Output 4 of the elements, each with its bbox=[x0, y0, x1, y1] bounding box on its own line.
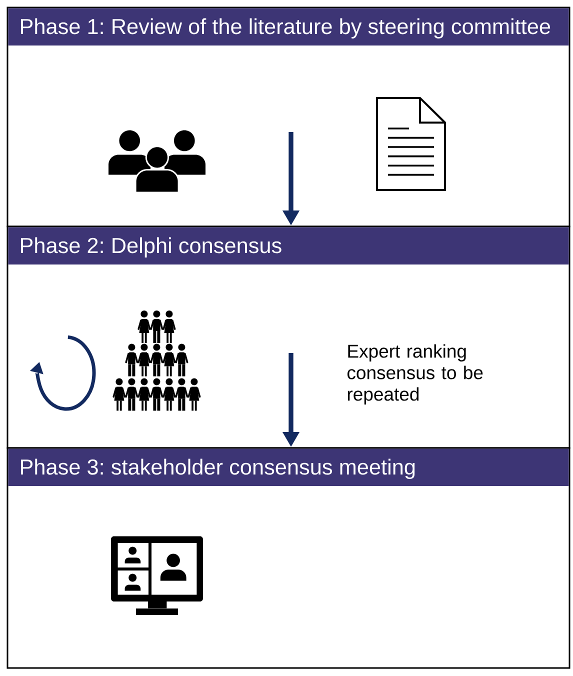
phase-header: Phase 1: Review of the literature by steering committee bbox=[8, 8, 569, 46]
phase-header: Phase 3: stakeholder consensus meeting bbox=[8, 448, 569, 486]
phase-header: Phase 2: Delphi consensus bbox=[8, 227, 569, 264]
description-text: Expert ranking consensus to be repeated bbox=[348, 344, 483, 404]
